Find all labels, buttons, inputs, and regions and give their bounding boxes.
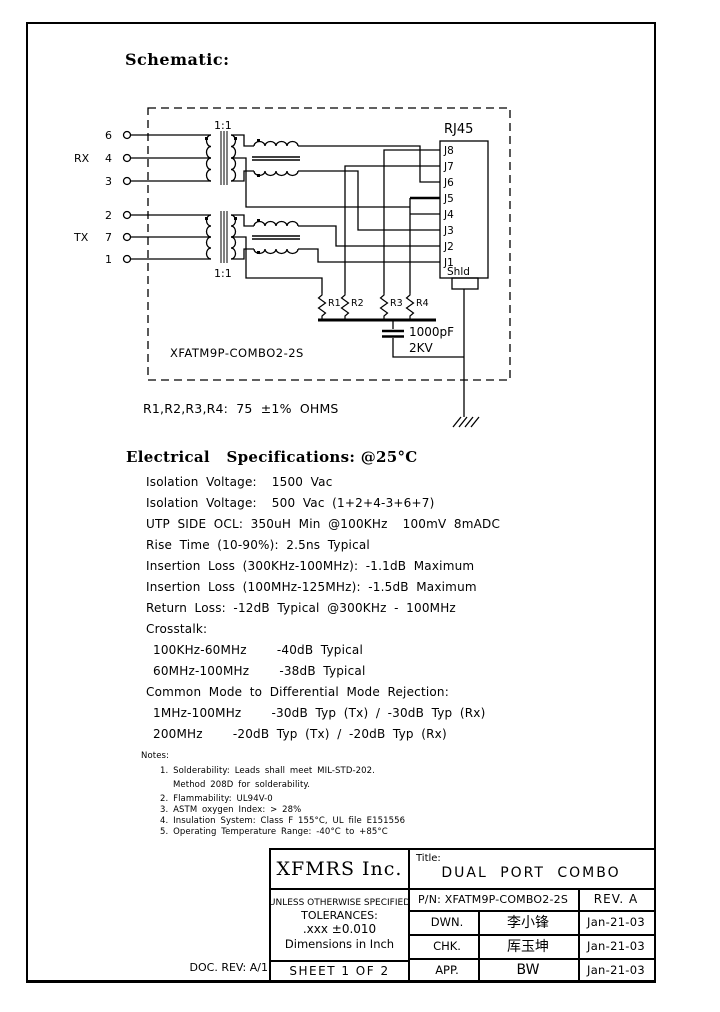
note-1: 1. Solderability: Leads shall meet MIL-S…	[160, 766, 375, 776]
spec-isolation-1: Isolation Voltage: 1500 Vac	[146, 475, 333, 489]
spec-insertion-loss-2: Insertion Loss (100MHz-125MHz): -1.5dB M…	[146, 580, 477, 594]
rx-label: RX	[74, 152, 90, 165]
part-number-label: XFATM9P-COMBO2-2S	[170, 346, 304, 360]
pin-3: 3	[105, 175, 112, 188]
module-outline	[147, 107, 511, 381]
rj45-pin-j8: J8	[443, 145, 454, 157]
doc-rev: DOC. REV: A/1	[189, 961, 268, 974]
pin-2: 2	[105, 209, 112, 222]
revision: REV. A	[593, 892, 639, 906]
spec-cmdr-1: 1MHz-100MHz -30dB Typ (Tx) / -30dB Typ (…	[153, 706, 486, 720]
spec-cmdr-2: 200MHz -20dB Typ (Tx) / -20dB Typ (Rx)	[153, 727, 447, 741]
checked-label: CHK.	[433, 939, 461, 953]
tb-divider	[408, 958, 654, 960]
rj45-pin-j3: J3	[443, 225, 454, 237]
spec-rise-time: Rise Time (10-90%): 2.5ns Typical	[146, 538, 370, 552]
spec-insertion-loss-1: Insertion Loss (300KHz-100MHz): -1.1dB M…	[146, 559, 475, 573]
title-label: Title:	[416, 853, 441, 864]
pin-1: 1	[105, 253, 112, 266]
pin-6: 6	[105, 129, 112, 142]
cap-rating: 2KV	[409, 341, 434, 355]
tx-choke	[231, 214, 300, 260]
wires	[231, 145, 440, 293]
electrical-specs-heading: Electrical Specifications: @25°C	[126, 448, 418, 466]
tb-divider	[271, 888, 654, 890]
input-pins	[122, 130, 211, 264]
tb-divider	[578, 888, 580, 981]
spec-return-loss: Return Loss: -12dB Typical @300KHz - 100…	[146, 601, 456, 615]
resistor-note: R1,R2,R3,R4: 75 ±1% OHMS	[143, 401, 339, 416]
checked-date: Jan-21-03	[587, 939, 645, 953]
rj45-pin-j6: J6	[443, 177, 454, 189]
spec-isolation-2: Isolation Voltage: 500 Vac (1+2+4-3+6+7)	[146, 496, 435, 510]
tolerance-line: TOLERANCES:	[301, 908, 378, 922]
notes-heading: Notes:	[141, 751, 170, 761]
tx-label: TX	[73, 231, 89, 244]
rj45-pin-j7: J7	[443, 161, 454, 173]
note-5: 5. Operating Temperature Range: -40°C to…	[160, 827, 388, 837]
resistor-r4: R4	[416, 298, 429, 309]
note-2: 2. Flammability: UL94V-0	[160, 794, 273, 804]
ratio-top: 1:1	[214, 119, 232, 132]
title-block: XFMRS Inc. Title: DUAL PORT COMBO P/N: X…	[269, 848, 656, 983]
drawing-title: DUAL PORT COMBO	[441, 865, 621, 881]
resistor-r2: R2	[351, 298, 364, 309]
note-3: 3. ASTM oxygen Index: > 28%	[160, 805, 302, 815]
rj45-connector	[439, 140, 489, 417]
approved-label: APP.	[435, 962, 459, 977]
schematic-drawing: RX TX 6 4 3 2 7 1 1:1 1:1 RJ45 J8 J7 J6 …	[73, 107, 511, 428]
resistor-r1: R1	[328, 298, 341, 309]
termination-resistors	[317, 293, 415, 320]
spec-crosstalk-2: 60MHz-100MHz -38dB Typical	[153, 664, 366, 678]
hv-capacitor	[382, 321, 464, 358]
rj45-pin-j2: J2	[443, 241, 454, 253]
company-name: XFMRS Inc.	[276, 858, 403, 880]
note-1-continued: Method 208D for solderability.	[173, 780, 311, 790]
tb-divider	[478, 910, 480, 981]
tb-divider	[408, 910, 654, 912]
resistor-r3: R3	[390, 298, 403, 309]
checked-signature: 厍玉坤	[507, 939, 549, 955]
pin-7: 7	[105, 231, 112, 244]
note-4: 4. Insulation System: Class F 155°C, UL …	[160, 816, 406, 826]
shld-label: Shld	[447, 266, 470, 278]
phase-dots	[205, 137, 260, 254]
drawn-signature: 李小锋	[507, 915, 549, 931]
tb-divider	[271, 960, 408, 962]
schematic-heading: Schematic:	[125, 50, 230, 69]
rj45-pin-j4: J4	[443, 209, 454, 221]
notes-section: Notes: 1. Solderability: Leads shall mee…	[141, 751, 405, 838]
approved-date: Jan-21-03	[587, 962, 645, 977]
spec-ocl: UTP SIDE OCL: 350uH Min @100KHz 100mV 8m…	[146, 517, 501, 531]
approved-signature: BW	[516, 961, 540, 978]
cap-value: 1000pF	[409, 325, 454, 339]
part-number: P/N: XFATM9P-COMBO2-2S	[417, 892, 569, 906]
tolerances-cell: UNLESS OTHERWISE SPECIFIED TOLERANCES: .…	[268, 888, 411, 960]
tb-divider	[408, 850, 410, 981]
tolerance-line: UNLESS OTHERWISE SPECIFIED	[268, 897, 411, 908]
rx-choke	[231, 134, 300, 182]
ratio-bottom: 1:1	[214, 267, 232, 280]
spec-cmdr-heading: Common Mode to Differential Mode Rejecti…	[146, 685, 449, 699]
rj45-pin-j1: J1	[443, 257, 454, 269]
rj45-label: RJ45	[444, 122, 473, 137]
electrical-specs-list: Isolation Voltage: 1500 Vac Isolation Vo…	[146, 472, 500, 745]
tolerance-line: Dimensions in Inch	[284, 936, 395, 951]
drawn-label: DWN.	[430, 915, 464, 929]
pin-4: 4	[105, 152, 112, 165]
tolerance-line: .xxx ±0.010	[302, 921, 377, 936]
rj45-pin-j5: J5	[443, 193, 454, 205]
spec-crosstalk-1: 100KHz-60MHz -40dB Typical	[153, 643, 363, 657]
spec-crosstalk-heading: Crosstalk:	[146, 622, 208, 636]
sheet-number: SHEET 1 OF 2	[289, 963, 390, 978]
drawn-date: Jan-21-03	[587, 915, 645, 929]
tb-divider	[408, 934, 654, 936]
ground-symbol	[452, 416, 480, 428]
